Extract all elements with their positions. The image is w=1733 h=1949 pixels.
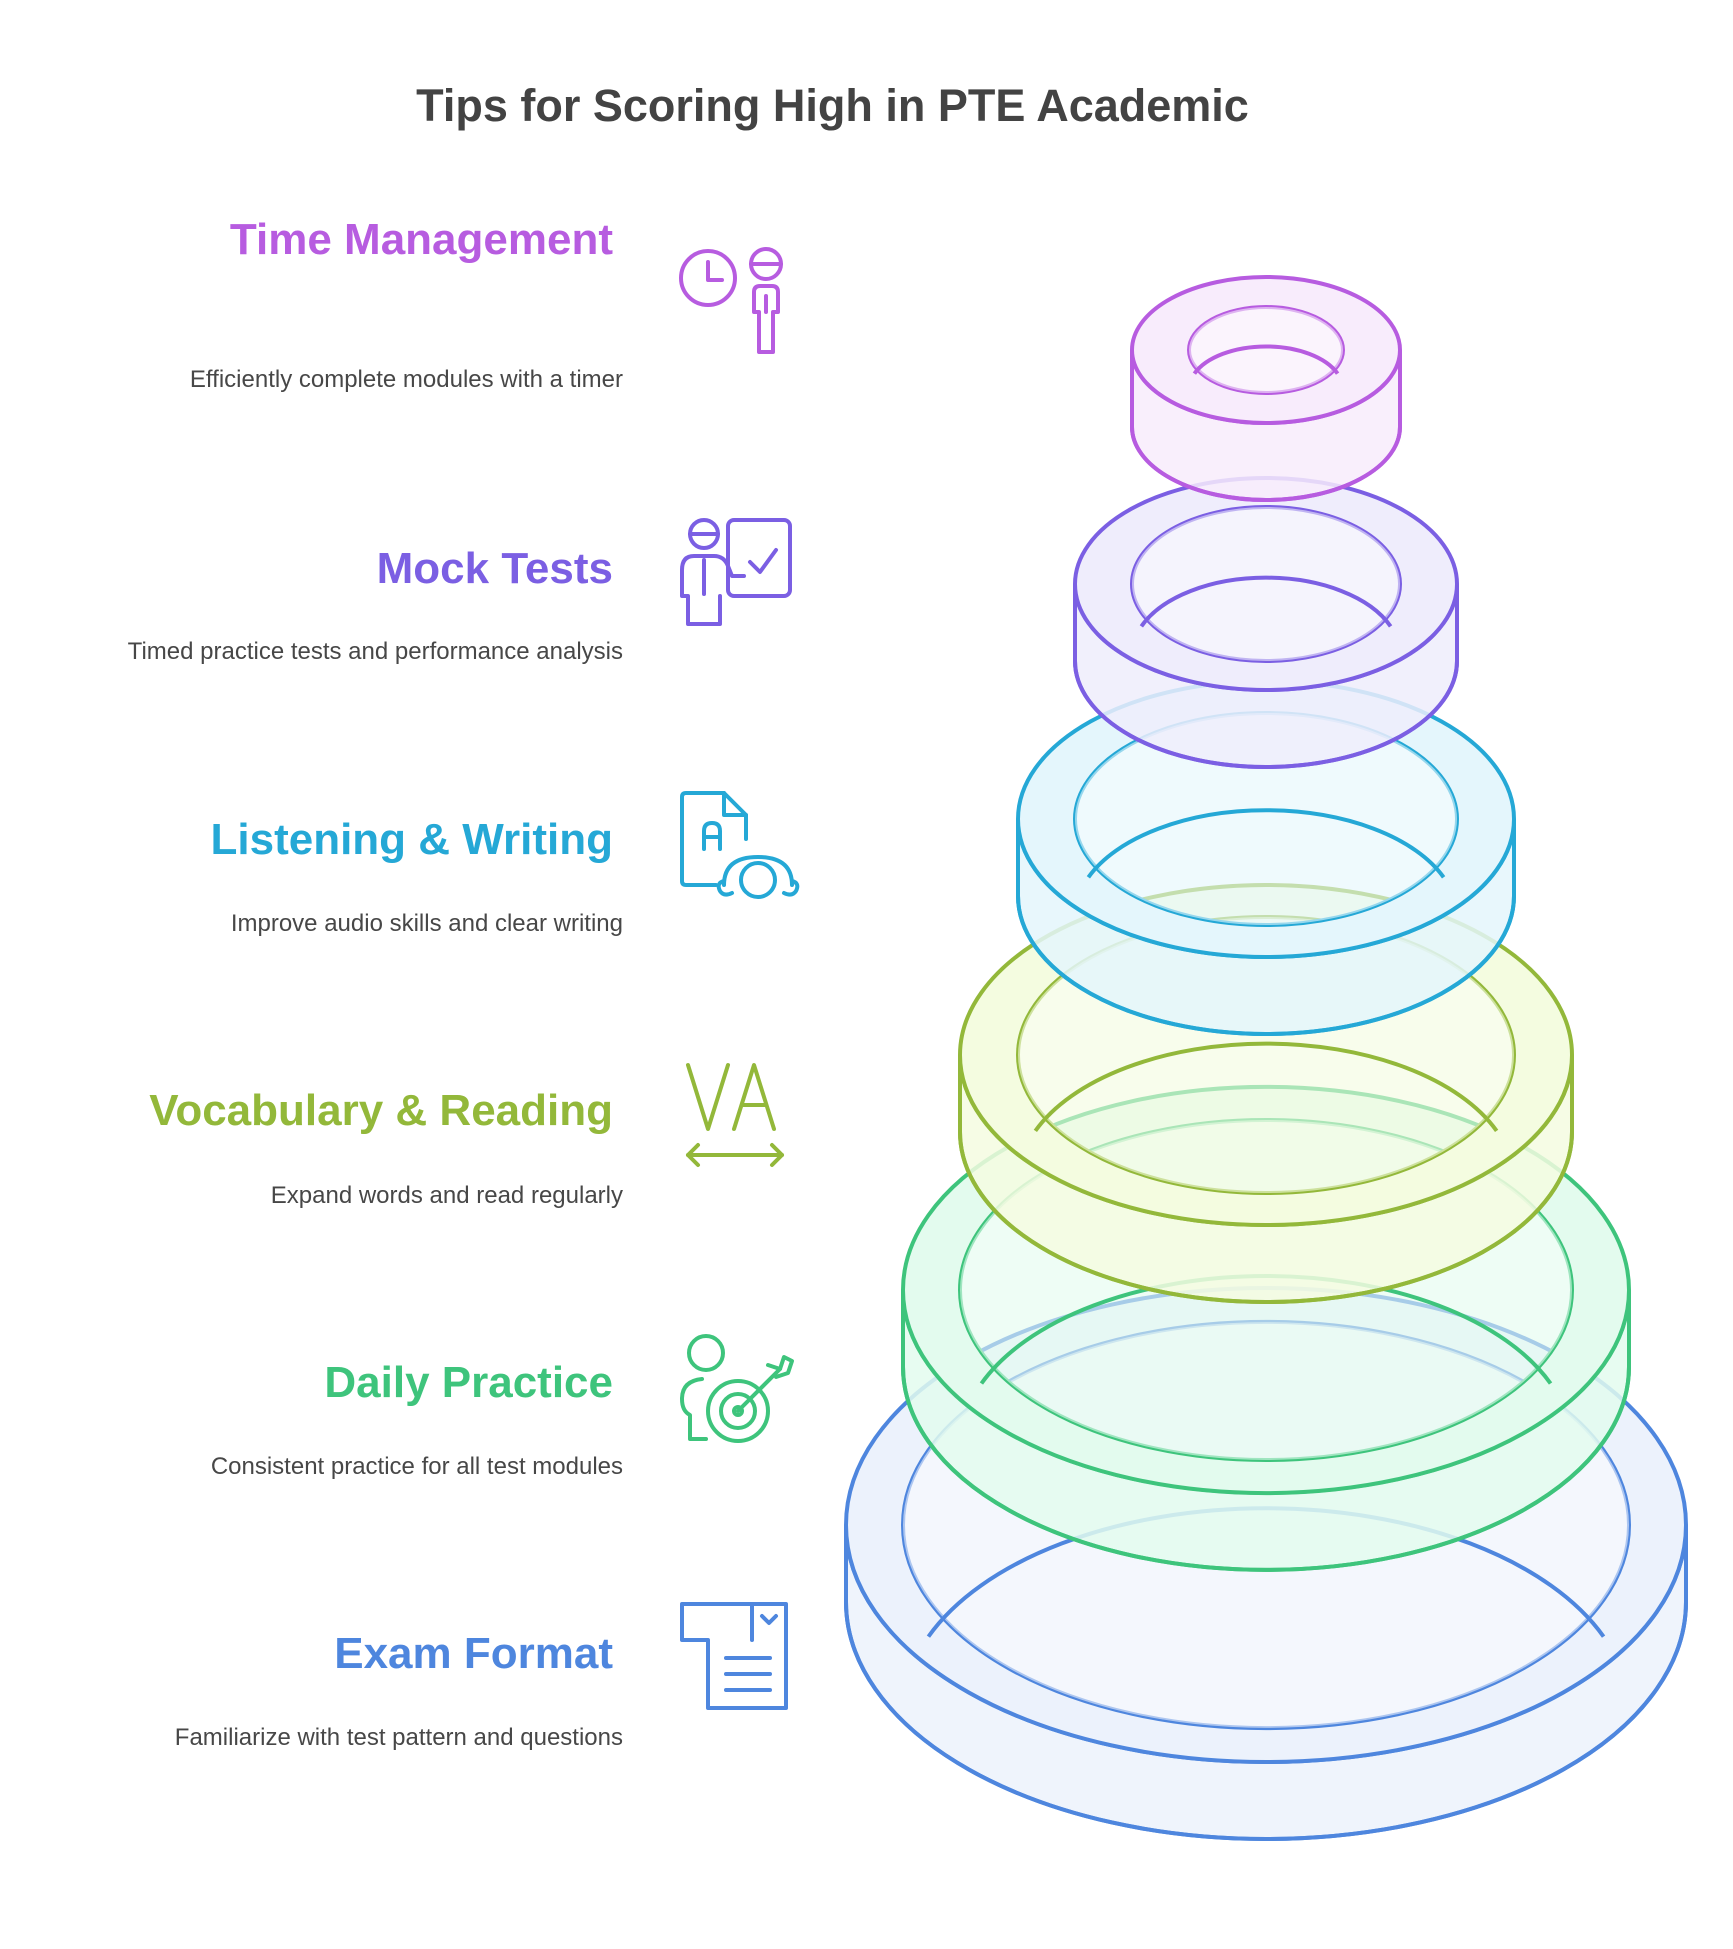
tip-desc-exam-format: Familiarize with test pattern and questi… bbox=[174, 1724, 623, 1751]
tip-title-time-management: Time Management bbox=[229, 215, 613, 264]
ring-3 bbox=[1015, 679, 1517, 1036]
ring-inner-rim bbox=[1192, 344, 1340, 375]
diagram-title: Tips for Scoring High in PTE Academic bbox=[416, 80, 1249, 131]
tip-desc-mock-tests: Timed practice tests and performance ana… bbox=[127, 638, 623, 665]
teacher-board-icon bbox=[676, 512, 796, 632]
ring-2 bbox=[1072, 476, 1460, 769]
ring-bottom-edge bbox=[844, 1601, 1688, 1841]
tip-desc-daily-practice: Consistent practice for all test modules bbox=[210, 1453, 623, 1480]
ring-bottom-edge bbox=[1073, 660, 1459, 769]
ring-bottom-edge bbox=[958, 1131, 1574, 1304]
text-width-icon bbox=[676, 1055, 796, 1175]
tip-desc-vocabulary-reading: Expand words and read regularly bbox=[270, 1182, 623, 1209]
clock-person-icon bbox=[676, 240, 796, 360]
tip-title-exam-format: Exam Format bbox=[334, 1629, 613, 1678]
ring-bottom-edge bbox=[1016, 895, 1516, 1036]
tip-desc-time-management: Efficiently complete modules with a time… bbox=[189, 366, 623, 393]
tip-title-vocabulary-reading: Vocabulary & Reading bbox=[149, 1086, 613, 1135]
ring-inner-wall bbox=[1189, 307, 1343, 393]
tip-title-listening-writing: Listening & Writing bbox=[210, 815, 614, 864]
tip-title-daily-practice: Daily Practice bbox=[324, 1358, 613, 1407]
person-target-icon bbox=[676, 1327, 796, 1447]
form-document-icon bbox=[676, 1598, 796, 1718]
ring-inner-rim bbox=[1139, 575, 1393, 628]
ring-bottom-edge bbox=[901, 1366, 1631, 1572]
ring-inner-wall bbox=[1075, 713, 1457, 925]
tip-title-mock-tests: Mock Tests bbox=[376, 544, 613, 593]
ring-bottom-edge bbox=[1130, 426, 1402, 502]
ring-inner-wall bbox=[1132, 507, 1400, 661]
ring-inner-rim bbox=[1086, 808, 1446, 879]
ring-1 bbox=[1129, 275, 1403, 502]
document-headphones-icon bbox=[676, 783, 800, 903]
ring-inner-rim bbox=[1033, 1041, 1499, 1133]
tip-desc-listening-writing: Improve audio skills and clear writing bbox=[230, 910, 623, 937]
